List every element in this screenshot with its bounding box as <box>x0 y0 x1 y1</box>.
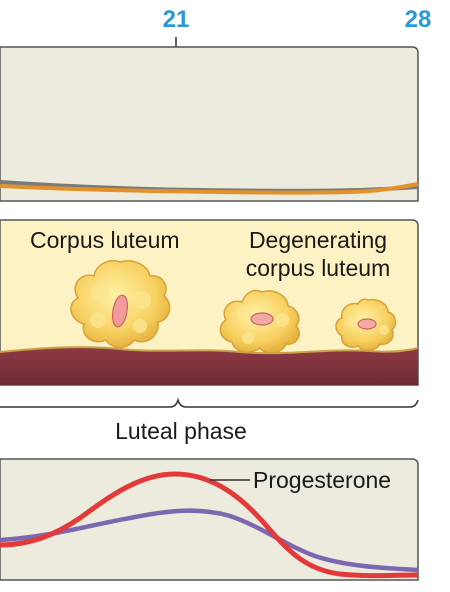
corpus-luteum-illustration <box>70 260 171 349</box>
degenerating-label-line2: corpus luteum <box>246 255 390 281</box>
progesterone-label: Progesterone <box>253 467 391 493</box>
day-21-label: 21 <box>163 6 190 33</box>
ovary-panel: Corpus luteum Degenerating corpus luteum <box>0 219 419 386</box>
small-corpus-albicans-illustration <box>335 298 397 351</box>
luteal-phase-bracket <box>0 397 419 408</box>
degenerating-corpus-luteum-illustration <box>219 289 300 354</box>
estrogen-curve <box>0 508 419 573</box>
luteal-phase-label: Luteal phase <box>115 418 247 444</box>
gonadotropin-panel <box>0 46 419 202</box>
corpus-luteum-label: Corpus luteum <box>30 227 180 253</box>
ovarian-tissue <box>0 347 418 385</box>
orange-hormone-curve <box>0 182 419 195</box>
ovarian-hormone-panel: Progesterone <box>0 458 419 581</box>
degenerating-label-line1: Degenerating <box>249 227 387 253</box>
progesterone-curve <box>0 471 419 579</box>
day-28-label: 28 <box>405 6 432 33</box>
